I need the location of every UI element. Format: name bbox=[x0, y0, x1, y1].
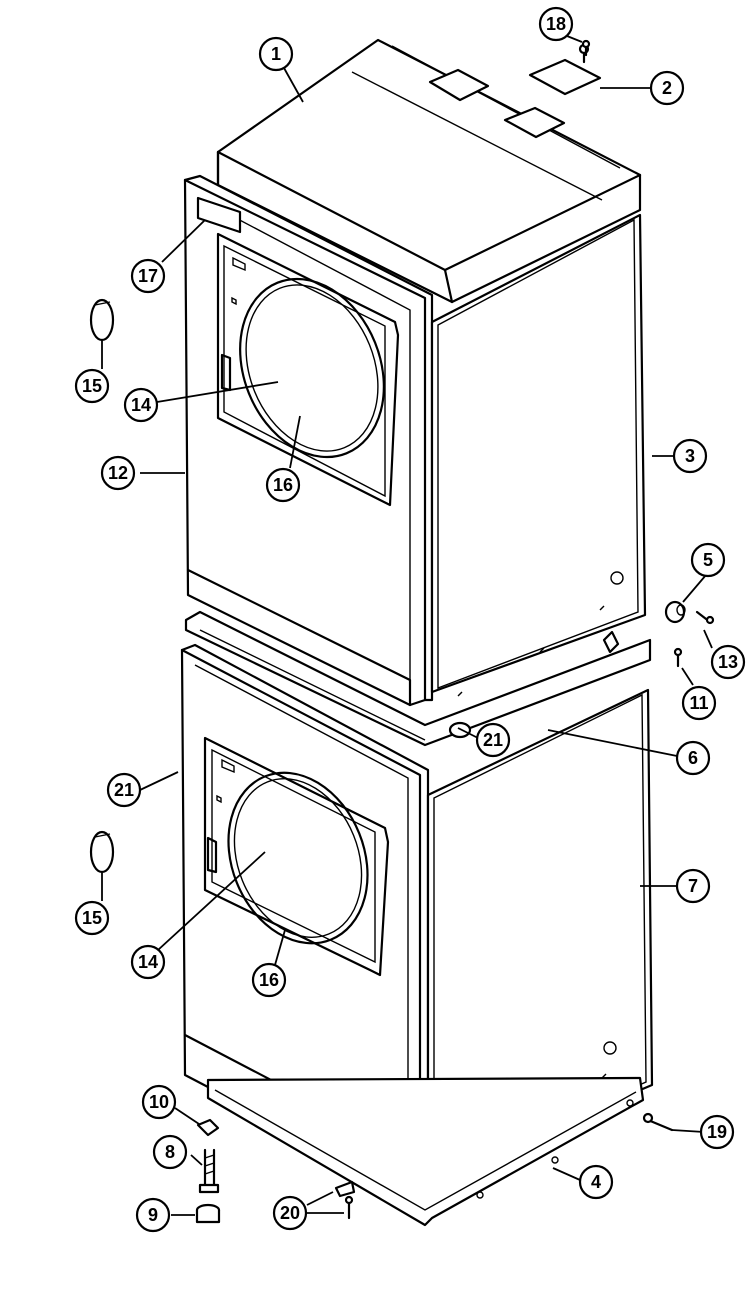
callout-5: 5 bbox=[690, 542, 726, 578]
callout-20: 20 bbox=[272, 1195, 308, 1231]
knob-part bbox=[664, 600, 686, 624]
callout-21-left: 21 bbox=[106, 772, 142, 808]
svg-text:6: 6 bbox=[688, 748, 698, 768]
callout-21-center: 21 bbox=[475, 722, 511, 758]
callout-6: 6 bbox=[675, 740, 711, 776]
callout-7: 7 bbox=[675, 868, 711, 904]
lower-front-panel bbox=[180, 643, 430, 1192]
svg-text:1: 1 bbox=[271, 44, 281, 64]
callout-16-upper: 16 bbox=[265, 467, 301, 503]
leveling-nut bbox=[196, 1118, 220, 1137]
callout-12: 12 bbox=[100, 455, 136, 491]
callout-3: 3 bbox=[672, 438, 708, 474]
svg-text:14: 14 bbox=[138, 952, 158, 972]
svg-text:19: 19 bbox=[707, 1122, 727, 1142]
callout-15-lower: 15 bbox=[74, 900, 110, 936]
screw-13 bbox=[695, 610, 715, 625]
callout-14-lower: 14 bbox=[130, 944, 166, 980]
svg-text:21: 21 bbox=[483, 730, 503, 750]
svg-text:18: 18 bbox=[546, 14, 566, 34]
svg-text:17: 17 bbox=[138, 266, 158, 286]
callout-17: 17 bbox=[130, 258, 166, 294]
upper-cabinet-side bbox=[430, 213, 647, 697]
svg-text:21: 21 bbox=[114, 780, 134, 800]
svg-text:11: 11 bbox=[689, 693, 708, 713]
svg-text:15: 15 bbox=[82, 376, 102, 396]
svg-text:3: 3 bbox=[685, 446, 695, 466]
svg-text:8: 8 bbox=[165, 1142, 175, 1162]
callout-18: 18 bbox=[538, 6, 574, 42]
callout-8: 8 bbox=[152, 1134, 188, 1170]
svg-text:14: 14 bbox=[131, 395, 151, 415]
screw-18 bbox=[581, 39, 591, 57]
callout-16-lower: 16 bbox=[251, 962, 287, 998]
callout-10: 10 bbox=[141, 1084, 177, 1120]
callout-1: 1 bbox=[258, 36, 294, 72]
leader-lines bbox=[101, 35, 713, 1216]
svg-text:10: 10 bbox=[149, 1092, 169, 1112]
control-panel-cover bbox=[528, 43, 602, 96]
svg-text:20: 20 bbox=[280, 1203, 300, 1223]
leg-cap bbox=[195, 1203, 221, 1224]
clip-and-screw-20 bbox=[334, 1180, 356, 1220]
lower-cabinet-side bbox=[426, 688, 654, 1182]
screw-19 bbox=[642, 1112, 674, 1132]
callout-15-upper: 15 bbox=[74, 368, 110, 404]
upper-front-panel bbox=[183, 174, 434, 707]
svg-text:9: 9 bbox=[148, 1205, 158, 1225]
svg-text:2: 2 bbox=[662, 78, 672, 98]
callout-4: 4 bbox=[578, 1164, 614, 1200]
svg-text:16: 16 bbox=[259, 970, 279, 990]
screw-11 bbox=[673, 647, 683, 668]
callout-9: 9 bbox=[135, 1197, 171, 1233]
svg-text:16: 16 bbox=[273, 475, 293, 495]
svg-text:13: 13 bbox=[718, 652, 738, 672]
leveling-leg bbox=[198, 1148, 220, 1194]
callout-14-upper: 14 bbox=[123, 387, 159, 423]
callout-19: 19 bbox=[699, 1114, 735, 1150]
base-frame bbox=[206, 1076, 645, 1227]
svg-text:15: 15 bbox=[82, 908, 102, 928]
door-handle-insert-lower bbox=[89, 830, 115, 874]
callout-13: 13 bbox=[710, 644, 746, 680]
svg-text:5: 5 bbox=[703, 550, 713, 570]
callout-2: 2 bbox=[649, 70, 685, 106]
door-handle-insert-upper bbox=[89, 298, 115, 342]
svg-text:12: 12 bbox=[108, 463, 128, 483]
svg-text:7: 7 bbox=[688, 876, 698, 896]
svg-text:4: 4 bbox=[591, 1172, 601, 1192]
callout-11: 11 bbox=[681, 685, 717, 721]
